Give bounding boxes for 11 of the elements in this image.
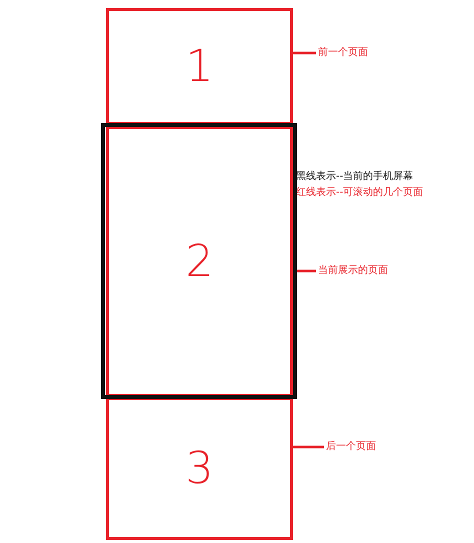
leader-line [293, 446, 324, 448]
page-label: 后一个页面 [326, 440, 376, 453]
leader-line [293, 52, 316, 54]
page-label: 当前展示的页面 [318, 264, 388, 277]
note-text: 黑线表示--当前的手机屏幕 [296, 170, 414, 183]
page-box [106, 397, 293, 540]
page-label: 前一个页面 [318, 46, 368, 59]
page-number: 2 [186, 236, 214, 287]
page-number: 1 [186, 41, 214, 92]
page-number: 3 [186, 443, 214, 494]
page-box [106, 8, 293, 125]
